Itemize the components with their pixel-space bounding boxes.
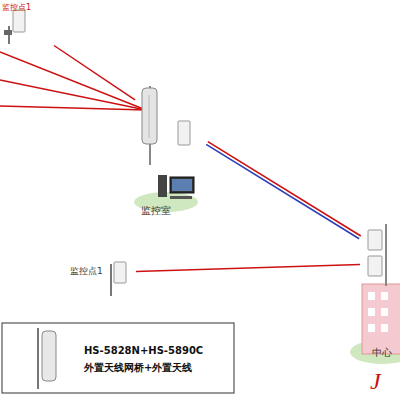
panel-antenna — [142, 88, 157, 144]
window — [368, 292, 375, 300]
building — [362, 284, 400, 354]
window — [381, 308, 388, 316]
pc-keyboard — [170, 196, 192, 199]
window — [381, 292, 388, 300]
window — [368, 324, 375, 332]
link-stroke — [136, 264, 360, 271]
panel-antenna — [114, 262, 126, 283]
radio-link — [0, 106, 146, 110]
panel-antenna — [178, 121, 190, 145]
panel-antenna — [368, 256, 382, 276]
site-node: 监控点1 — [2, 2, 54, 46]
radio-link — [206, 142, 361, 239]
legend-icon-pole — [37, 328, 39, 389]
window — [368, 308, 375, 316]
site-label: 监控点1 — [2, 2, 31, 13]
site-label: 中心 — [372, 346, 392, 360]
watermark: J — [370, 368, 381, 395]
legend-text: HS-5828N+HS-5890C — [84, 345, 203, 356]
antenna-detail — [149, 95, 150, 138]
pc-screen — [172, 179, 192, 191]
camera-symbol — [4, 30, 12, 35]
radio-link — [136, 264, 360, 271]
antenna-pole — [385, 224, 387, 286]
window — [381, 324, 388, 332]
link-stroke — [208, 142, 361, 236]
legend-text: 外置天线网桥+外置天线 — [84, 362, 192, 373]
pc-monitor — [170, 177, 194, 193]
legend-antenna-icon — [42, 331, 56, 381]
link-stroke — [54, 46, 135, 100]
pc-tower — [158, 175, 167, 197]
radio-link — [54, 46, 135, 100]
site-label: 监控点1 — [70, 265, 103, 278]
site-label: 监控室 — [141, 204, 171, 218]
legend-box — [2, 323, 234, 393]
site-node: 监控室 — [135, 86, 207, 220]
radio-link — [0, 80, 146, 110]
site-node: 监控点1 — [70, 260, 136, 286]
link-stroke — [206, 144, 359, 238]
legend-entry: 外置天线网桥+外置天线 — [84, 359, 230, 376]
panel-antenna — [368, 230, 382, 250]
panel-antenna — [13, 10, 25, 32]
site-node: 中心 — [360, 222, 400, 362]
radio-link — [0, 52, 146, 110]
legend: HS-5828N+HS-5890C 外置天线网桥+外置天线 — [84, 342, 230, 376]
antenna-pole — [110, 264, 112, 296]
legend-entry: HS-5828N+HS-5890C — [84, 342, 230, 359]
